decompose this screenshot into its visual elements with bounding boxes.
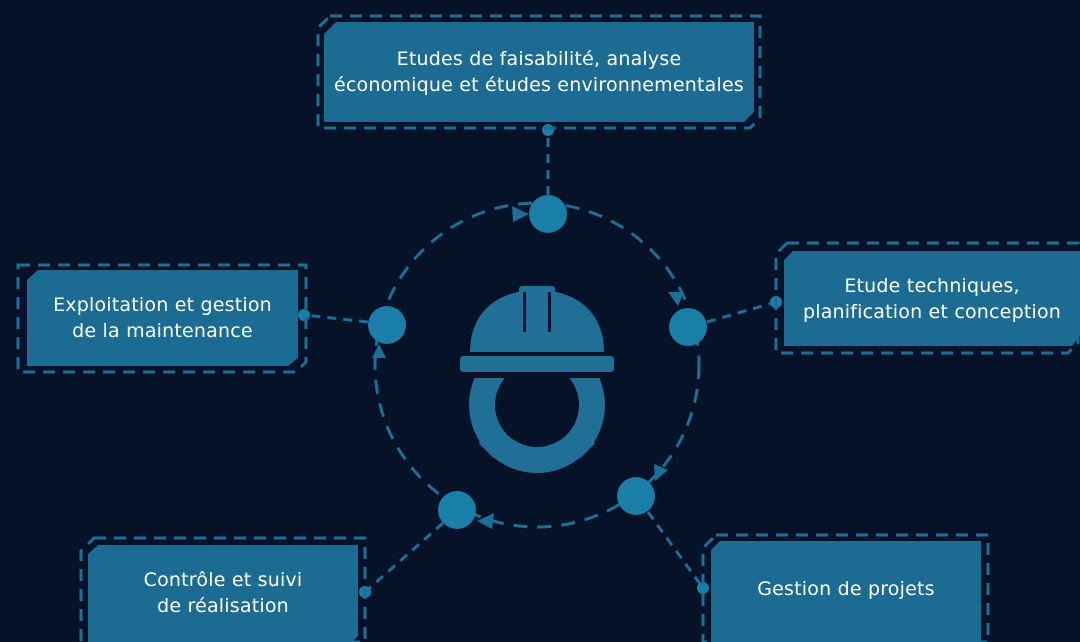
step-technical-line-2: planification et conception	[802, 300, 1062, 323]
step-control: Contrôle et suivi de réalisation	[88, 545, 358, 640]
connector-dot-projects	[697, 582, 709, 594]
step-operations-line-2: de la maintenance	[72, 320, 253, 342]
step-technical-line-1: Etude techniques,	[844, 274, 1020, 297]
step-node-control	[438, 491, 476, 529]
connector-dot-operations	[298, 309, 310, 321]
cycle-ring	[373, 201, 701, 529]
cycle-arrow-4	[477, 513, 494, 529]
card-frame-technical	[774, 241, 1080, 355]
step-technical: Etude techniques, planification et conce…	[784, 251, 1080, 346]
step-node-feasibility	[529, 195, 567, 233]
step-node-operations	[368, 306, 406, 344]
step-feasibility-line-2: économique et études environnementales	[334, 74, 744, 96]
cycle-arrow-3	[654, 464, 668, 481]
step-operations-line-1: Exploitation et gestion	[53, 294, 272, 316]
connector-control	[364, 521, 444, 594]
cycle-arrow-2	[668, 292, 684, 306]
step-projects: Gestion de projets	[711, 541, 981, 636]
step-control-line-2: de réalisation	[157, 594, 289, 617]
step-control-line-1: Contrôle et suivi	[143, 568, 303, 591]
cycle-arrow-1	[512, 206, 529, 222]
step-projects-line-1: Gestion de projets	[757, 577, 935, 600]
step-operations: Exploitation et gestion de la maintenanc…	[27, 270, 298, 366]
connector-technical	[706, 300, 777, 324]
hard-hat-gear-icon	[455, 286, 625, 473]
cycle-arrow-5	[372, 344, 386, 358]
step-feasibility: Etudes de faisabilité, analyse économiqu…	[324, 22, 754, 122]
step-node-technical	[669, 308, 707, 346]
card-frame-projects	[701, 533, 990, 642]
connector-operations	[303, 313, 369, 324]
step-node-projects	[617, 477, 655, 515]
card-frame-control	[79, 536, 367, 642]
card-frame-feasibility	[316, 14, 762, 130]
connector-dot-feasibility	[542, 124, 554, 136]
card-frame-operations	[16, 263, 308, 374]
step-feasibility-line-1: Etudes de faisabilité, analyse	[396, 48, 682, 70]
connector-projects	[646, 511, 705, 589]
